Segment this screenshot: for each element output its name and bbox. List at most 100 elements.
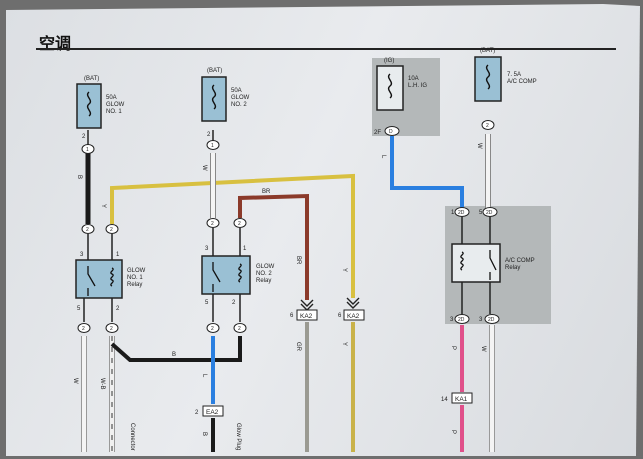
relay3-pin-1: 1 [451, 210, 455, 216]
ka2-left-arrow [300, 299, 314, 311]
fuse2-box [201, 76, 227, 122]
ka2-right-arrow [346, 297, 360, 309]
wire-label-p-1: P [450, 346, 456, 350]
wire-label-y-vert: Y [341, 268, 347, 272]
relay3-pin-5: 5 [479, 210, 483, 216]
relay1-label-1: GLOW [127, 268, 146, 274]
fuse4-conn-label: 2 [486, 123, 489, 129]
ea2-box [202, 405, 224, 417]
fuse4-symbol [485, 64, 491, 90]
ka2-right-label: KA2 [347, 313, 360, 320]
relay1-label-3: Relay [127, 282, 142, 288]
wire-label-l-1: L [380, 155, 386, 159]
wire-label-b-cross: B [172, 352, 176, 358]
wire-label-b-2: B [201, 432, 207, 436]
relay2-box [201, 255, 251, 295]
relay1-pin-5: 5 [77, 306, 81, 312]
ea2-label: EA2 [206, 409, 219, 416]
fuse4-connector [481, 120, 495, 130]
relay2-top-right-conn-label: 2 [238, 221, 241, 227]
relay3-switch [489, 250, 497, 280]
title-underline [36, 48, 616, 50]
relay2-top-left-connector [206, 218, 220, 228]
fuse1-connector [81, 144, 95, 154]
relay2-switch [212, 262, 221, 292]
relay1-top-left-conn-label: 2 [86, 227, 89, 233]
wire-label-w-5: W [480, 346, 486, 352]
fuse1-rating: 50A [106, 95, 117, 101]
relay1-top-right-conn-label: 2 [110, 227, 113, 233]
fuse2-name: GLOW [231, 95, 250, 101]
fuse2-number: NO. 2 [231, 102, 247, 108]
fuse3-name: L.H. IG [408, 83, 427, 89]
relay3-bottom-left-connector [454, 314, 470, 324]
relay1-bottom-left-conn-label: 2 [82, 326, 85, 332]
relay3-top-left-connector [454, 207, 470, 217]
fuse4-rating: 7. 5A [507, 72, 521, 78]
fuse1-conn-label: 1 [86, 147, 89, 153]
wire-label-br: BR [262, 189, 271, 195]
fuse1-number: NO. 1 [106, 109, 122, 115]
relay1-bottom-left-connector [77, 323, 91, 333]
relay3-top-right-conn-label: 2D [486, 210, 493, 216]
relay3-coil [460, 251, 464, 271]
wire-label-wb: W-B [99, 378, 105, 390]
relay2-label-2: NO. 2 [256, 271, 272, 277]
fuse3-symbol [387, 73, 393, 99]
wire-label-gr: GR [295, 342, 301, 352]
relay1-coil [110, 267, 114, 287]
relay2-pin-5: 5 [205, 300, 209, 306]
ka2-left-box [296, 309, 318, 321]
fuse1-symbol [86, 91, 92, 117]
relay2-coil [238, 263, 242, 283]
relay2-top-right-connector [233, 218, 247, 228]
relay1-switch [87, 266, 96, 296]
relay2-pin-3: 3 [205, 246, 209, 252]
fuse1-pin: 2 [82, 134, 86, 140]
relay3-bottom-left-conn-label: 2D [458, 317, 465, 323]
wire-label-w-2: W [201, 165, 207, 171]
relay2-label-3: Relay [256, 278, 271, 284]
fuse1-name: GLOW [106, 102, 125, 108]
relay1-bottom-right-connector [105, 323, 119, 333]
wire-label-w-relay1: W [72, 378, 78, 384]
relay1-pin-3: 3 [80, 252, 84, 258]
relay3-pin-3-right: 3 [479, 317, 483, 323]
relay3-top-right-connector [482, 207, 498, 217]
ka1-label: KA1 [455, 396, 468, 403]
relay2-pin-1: 1 [243, 246, 247, 252]
relay3-bottom-right-connector [484, 314, 500, 324]
relay1-pin-1: 1 [116, 252, 120, 258]
fuse2-pin: 2 [207, 132, 211, 138]
fuse3-rating: 10A [408, 76, 419, 82]
relay1-box [75, 259, 123, 299]
wire-label-b-1: B [76, 175, 82, 179]
fuse3-conn-label: D [389, 129, 393, 135]
relay1-label-2: NO. 1 [127, 275, 143, 281]
relay3-top-left-conn-label: 2D [458, 210, 465, 216]
wire-y-long [110, 173, 355, 298]
fuse4-name: A/C COMP [507, 79, 537, 85]
fuse4-box [474, 56, 502, 102]
fuse3-source: (IG) [384, 58, 394, 64]
ka2-right-box [343, 309, 365, 321]
fuse3-connector [384, 126, 400, 136]
relay3-pin-3-left: 3 [450, 317, 454, 323]
ka2-left-pin: 6 [290, 313, 294, 319]
fuse1-source: (BAT) [84, 76, 99, 82]
wire-label-y-1: Y [100, 204, 106, 208]
fuse2-source: (BAT) [207, 68, 222, 74]
wire-br [238, 193, 309, 300]
relay1-bottom-right-conn-label: 2 [110, 326, 113, 332]
wire-label-br-vert: BR [295, 256, 301, 265]
ka2-right-pin: 6 [338, 313, 342, 319]
fuse2-conn-label: 1 [211, 143, 214, 149]
relay3-bottom-right-conn-label: 2D [488, 317, 495, 323]
ka2-left-label: KA2 [300, 313, 313, 320]
relay1-top-left-connector [81, 224, 95, 234]
connector-label: Connector [129, 423, 135, 451]
relay2-bottom-right-connector [233, 323, 247, 333]
fuse2-connector [206, 140, 220, 150]
